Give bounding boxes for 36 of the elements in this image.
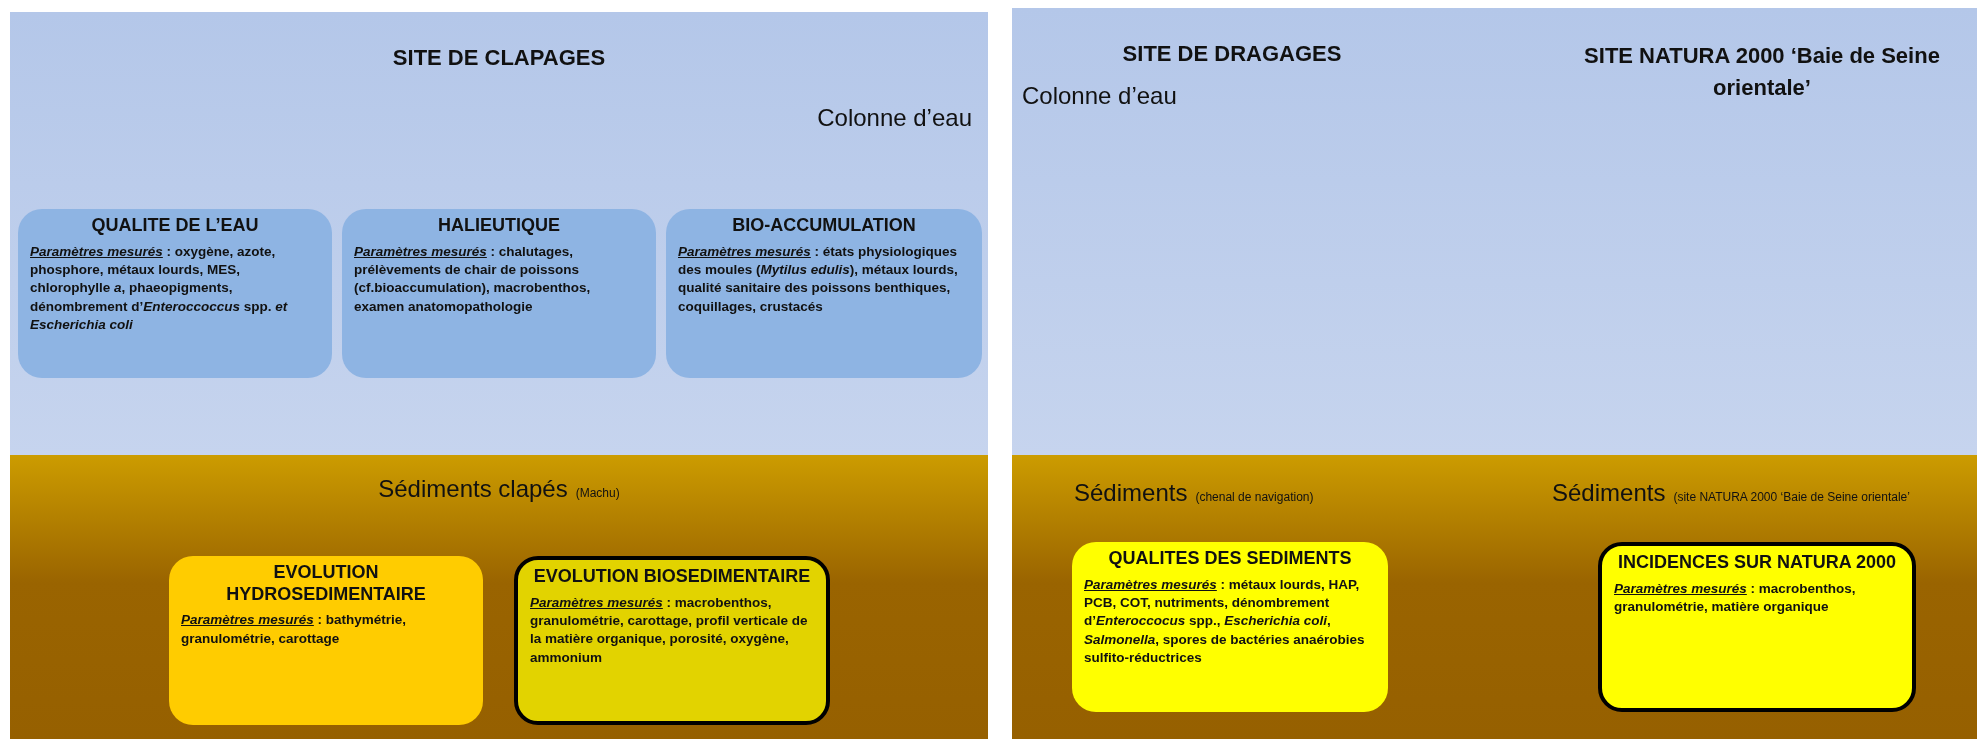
- parameter-card: [1072, 542, 1388, 712]
- sediment-band: [1012, 455, 1977, 739]
- zone-note: (chenal de navigation): [1195, 490, 1314, 504]
- parameter-list: Paramètres mesurés : macrobenthos, granulométrie, matière organique: [1614, 579, 1900, 617]
- zone-label: Sédiments: [1552, 479, 1666, 507]
- card-heading: EVOLUTION HYDROSEDIMENTAIRE: [225, 562, 427, 606]
- parameter-card: [342, 209, 656, 378]
- card-heading: HALIEUTIQUE: [437, 215, 561, 237]
- zone-label: Sédiments: [1074, 479, 1188, 507]
- section-title: SITE DE CLAPAGES: [392, 44, 606, 72]
- water-column-band: [1012, 8, 1977, 455]
- zone-label: Colonne d’eau: [817, 104, 972, 132]
- parameter-card: [18, 209, 332, 378]
- card-heading: QUALITE DE L’EAU: [90, 215, 260, 237]
- card-heading: INCIDENCES SUR NATURA 2000: [1616, 552, 1898, 574]
- sediment-band: [10, 455, 988, 739]
- zone-label: Colonne d’eau: [1022, 82, 1177, 110]
- parameter-list: Paramètres mesurés : chalutages, prélèvements de chair de poissons (cf.bioaccumulation), macrobenthos, examen anatomopathologie: [354, 242, 644, 317]
- card-heading: EVOLUTION BIOSEDIMENTAIRE: [532, 566, 812, 588]
- parameter-card: [666, 209, 982, 378]
- section-title: SITE DE DRAGAGES: [1122, 40, 1342, 68]
- card-heading: BIO-ACCUMULATION: [731, 215, 917, 237]
- parameter-list: Paramètres mesurés : oxygène, azote, phosphore, métaux lourds, MES, chlorophylle a, phaeopigments, dénombrement d’Enteroccoccus spp. et Escherichia coli: [30, 242, 320, 335]
- parameter-card: [1598, 542, 1916, 712]
- parameter-list: Paramètres mesurés : macrobenthos, granulométrie, carottage, profil verticale de la matière organique, porosité, oxygène, ammonium: [530, 593, 814, 668]
- card-heading: QUALITES DES SEDIMENTS: [1107, 548, 1353, 570]
- parameter-list: Paramètres mesurés : bathymétrie, granulométrie, carottage: [181, 611, 471, 648]
- water-column-band: [10, 12, 988, 455]
- zone-note: (site NATURA 2000 ‘Baie de Seine orientale’: [1673, 490, 1910, 504]
- parameter-list: Paramètres mesurés : états physiologiques des moules (Mytilus edulis), métaux lourds, qualité sanitaire des poissons benthiques, coquillages, crustacés: [678, 242, 970, 317]
- section-title: SITE NATURA 2000 ‘Baie de Seine orientale’: [1583, 42, 1941, 102]
- zone-label: Sédiments clapés: [378, 475, 568, 503]
- parameter-list: Paramètres mesurés : métaux lourds, HAP, PCB, COT, nutriments, dénombrement d’Enteroccocus spp., Escherichia coli, Salmonella, spores de bactéries anaérobies sulfito-réductrices: [1084, 575, 1376, 668]
- zone-note: (Machu): [575, 486, 620, 500]
- parameter-card: [514, 556, 830, 725]
- parameter-card: [169, 556, 483, 725]
